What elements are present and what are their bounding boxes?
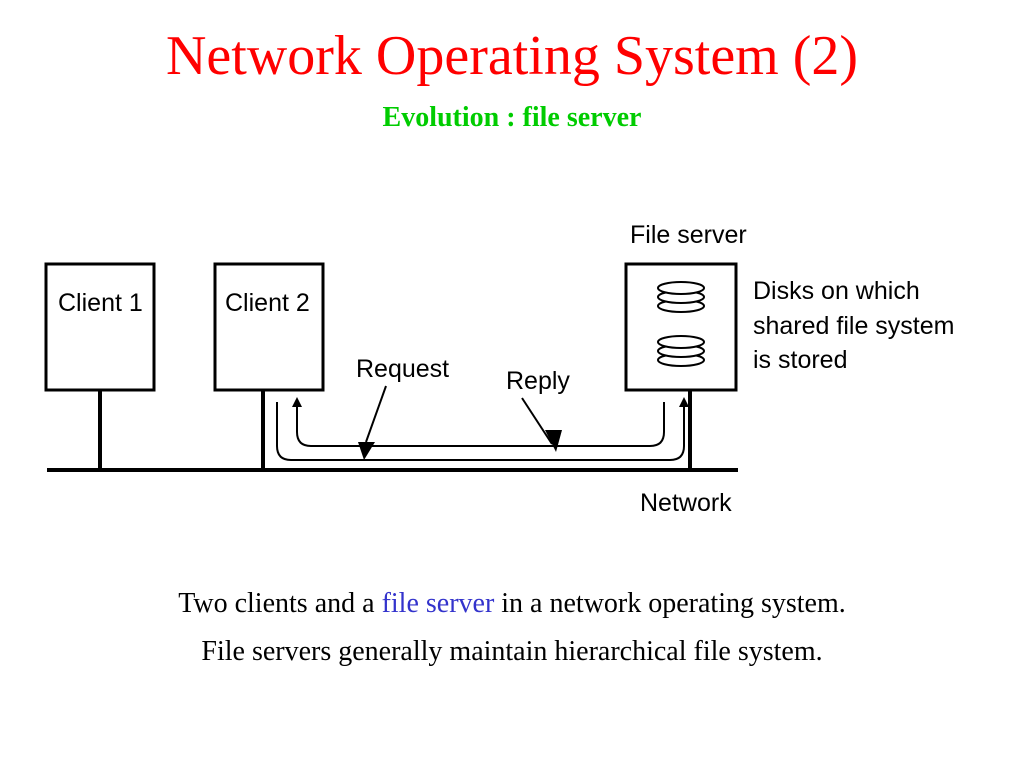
disks-label-line-1: Disks on which: [753, 277, 920, 305]
client-2-box: [213, 262, 325, 392]
disk-icon: [657, 281, 705, 313]
request-label: Request: [356, 355, 449, 383]
network-label: Network: [640, 489, 732, 517]
client-1-box: [44, 262, 156, 392]
caption-text: in a network operating system.: [494, 588, 846, 619]
slide-title: Network Operating System (2): [165, 25, 859, 87]
slide-subtitle: Evolution : file server: [382, 102, 642, 133]
request-pointer: [365, 385, 387, 443]
file-server-highlight: file server: [381, 588, 495, 619]
reply-path: [292, 397, 665, 447]
reply-pointer: [521, 397, 553, 445]
client-1-label: Client 1: [58, 289, 143, 317]
request-arrowhead: [358, 442, 375, 460]
client-2-label: Client 2: [225, 289, 310, 317]
reply-label: Reply: [506, 367, 570, 395]
disks-label-line-3: is stored: [753, 346, 847, 374]
request-path: [276, 397, 689, 461]
file-server-label: File server: [630, 221, 747, 249]
disk-icon: [657, 335, 705, 367]
caption-line-2: File servers generally maintain hierarch…: [201, 636, 823, 667]
disks-label-line-2: shared file system: [753, 312, 954, 340]
reply-arrowhead: [545, 430, 562, 452]
caption-text: Two clients and a: [178, 588, 382, 619]
caption-line-1: Two clients and a file server in a netwo…: [0, 590, 1024, 618]
